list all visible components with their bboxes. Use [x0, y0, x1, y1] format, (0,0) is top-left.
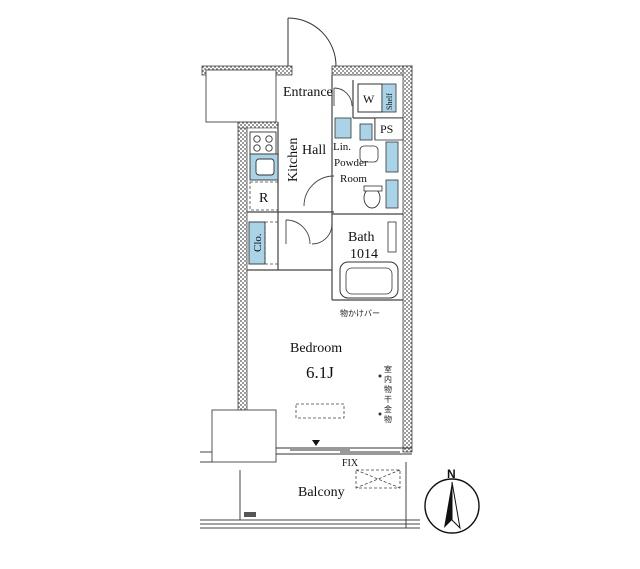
- refrigerator-space: [249, 181, 279, 211]
- kitchen-label: Kitchen: [286, 138, 301, 182]
- refrigerator-label: R: [259, 191, 269, 206]
- compass-icon: [424, 478, 480, 534]
- entrance-label: Entrance: [283, 85, 333, 100]
- ps-label: PS: [380, 122, 393, 136]
- svg-text:物: 物: [384, 384, 392, 394]
- shoe-cabinet: [334, 117, 352, 139]
- interior-doors: [285, 87, 353, 245]
- entrance-door: [287, 17, 337, 67]
- bedroom-label: Bedroom: [290, 341, 342, 356]
- lin-cabinet: [359, 123, 373, 141]
- washer-label: W: [363, 92, 375, 106]
- hall-label: Hall: [302, 143, 326, 158]
- ps-box: [374, 117, 404, 141]
- air-conditioner: [295, 403, 345, 419]
- compass-north-label: N: [447, 467, 456, 481]
- svg-text:金: 金: [384, 404, 392, 414]
- stove: [249, 131, 277, 155]
- bath-size-label: 1014: [350, 247, 378, 262]
- kitchen-sink: [249, 153, 279, 181]
- svg-text:内: 内: [384, 374, 392, 384]
- closet-label: Clo.: [252, 233, 264, 252]
- fix-label: FIX: [342, 458, 359, 469]
- balcony-window: [276, 440, 412, 455]
- closet: [248, 221, 279, 265]
- shelf-label: Shelf: [385, 93, 394, 110]
- bathtub: [339, 221, 399, 299]
- svg-text:室: 室: [384, 364, 392, 374]
- hanger-bar-label: 物かけバー: [340, 308, 380, 318]
- balcony-label: Balcony: [298, 485, 345, 500]
- indoor-drying-label: 室 内 物 干 金 物: [378, 364, 392, 424]
- lin-label-2: Powder: [334, 157, 368, 169]
- columns: [205, 69, 277, 463]
- lin-label-3: Room: [340, 173, 367, 185]
- bath-label: Bath: [348, 230, 374, 245]
- fix-panel: [355, 469, 401, 489]
- bedroom-size-label: 6.1J: [306, 363, 334, 382]
- svg-text:物: 物: [384, 414, 392, 424]
- lin-label-1: Lin.: [333, 141, 351, 153]
- washer-area: [357, 83, 397, 113]
- powder-room-fixtures: [359, 141, 399, 209]
- balcony: [200, 451, 420, 529]
- svg-text:干: 干: [384, 395, 392, 404]
